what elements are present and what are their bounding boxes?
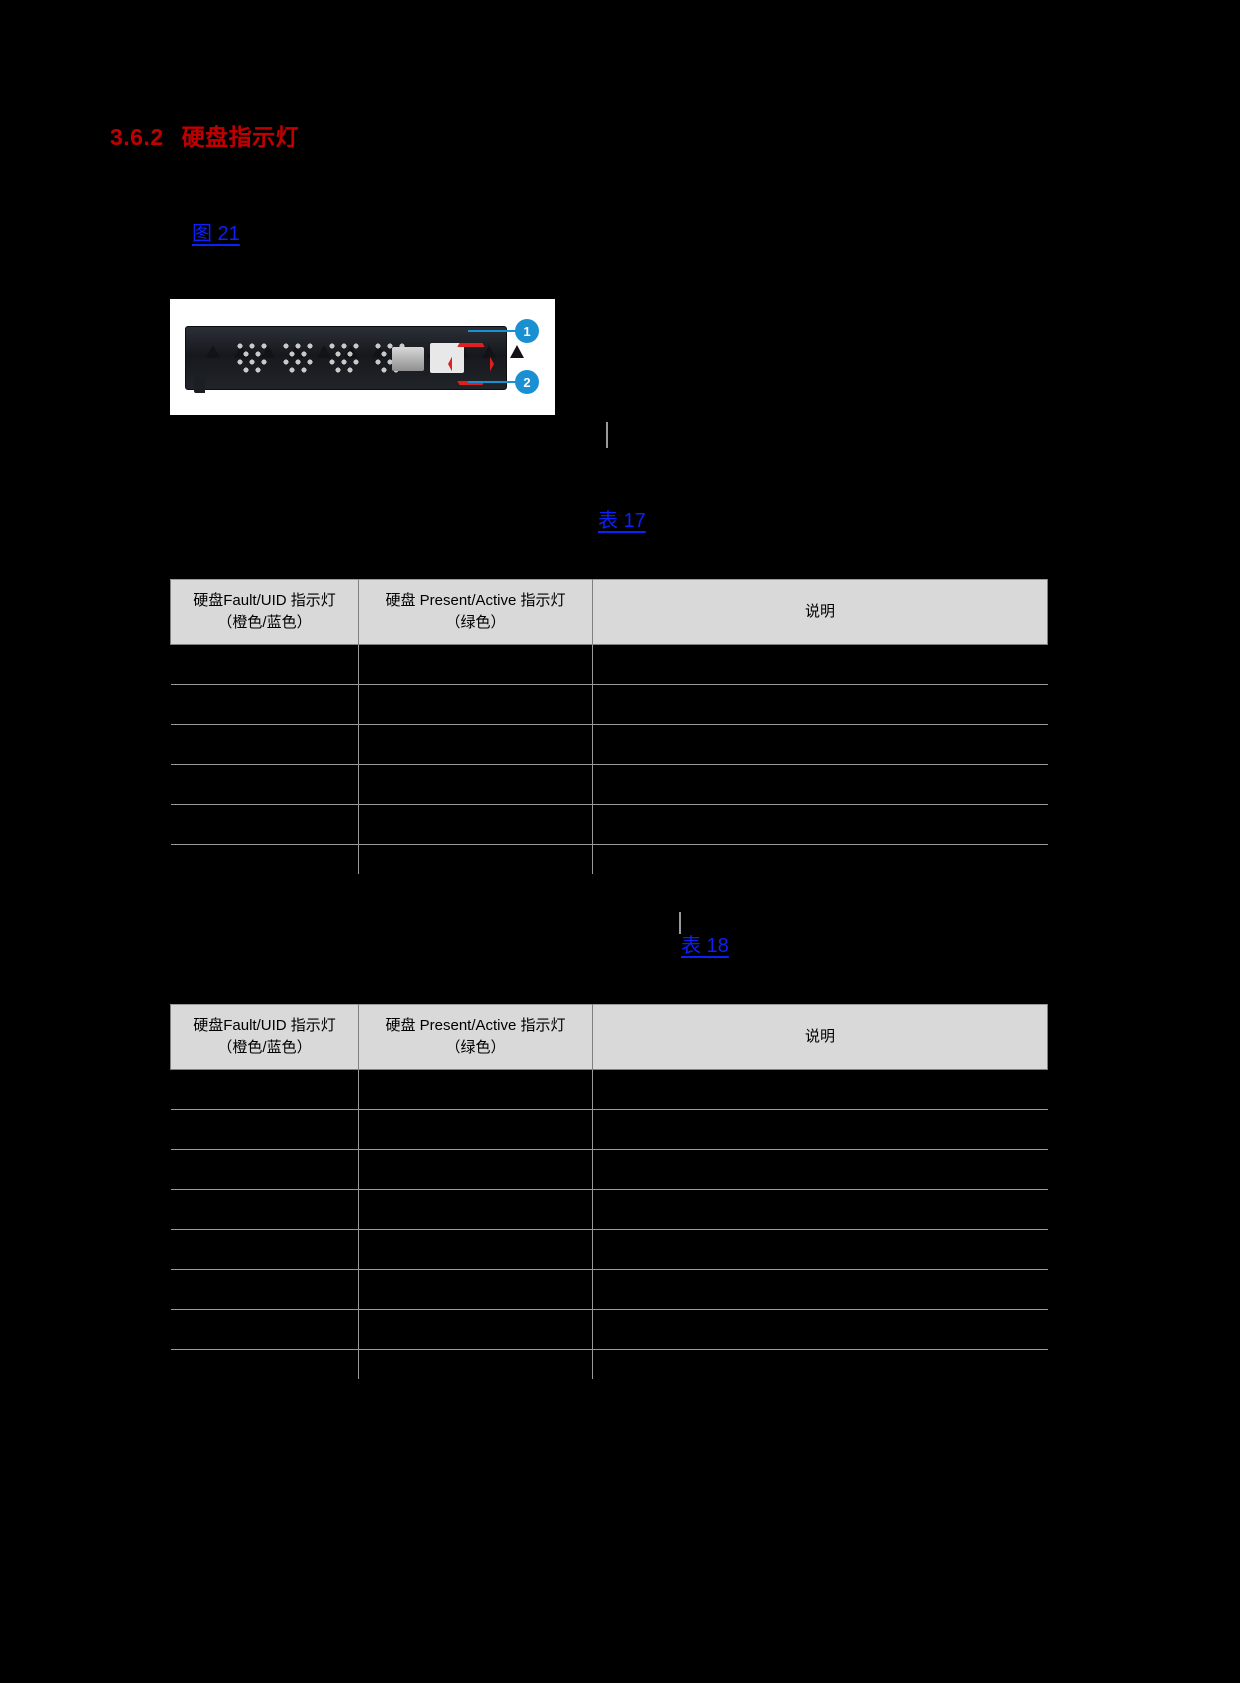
drive-tray-figure: 1 2: [170, 299, 555, 415]
column-header-line2: （橙色/蓝色）: [217, 613, 312, 631]
column-header-line2: （橙色/蓝色）: [217, 1038, 312, 1056]
cell-fault-uid: [170, 684, 359, 725]
column-header-line1: 硬盘 Present/Active 指示灯: [385, 592, 566, 609]
table-row: [170, 844, 1048, 874]
drive-tray-body: [185, 326, 524, 393]
cell-fault-uid: [170, 1109, 359, 1150]
table-row: [170, 1069, 1048, 1110]
cell-fault-uid: [170, 1229, 359, 1270]
cell-present-active: [358, 1349, 593, 1379]
cell-description: [592, 844, 1048, 874]
column-header-present-active: 硬盘 Present/Active 指示灯 （绿色）: [358, 579, 593, 645]
cell-fault-uid: [170, 1069, 359, 1110]
table-header-row: 硬盘Fault/UID 指示灯 （橙色/蓝色） 硬盘 Present/Activ…: [170, 1004, 1048, 1070]
section-number: 3.6.2: [110, 124, 164, 150]
table-17: 硬盘Fault/UID 指示灯 （橙色/蓝色） 硬盘 Present/Activ…: [170, 579, 1048, 874]
cell-description: [592, 1309, 1048, 1350]
table-row: [170, 1269, 1048, 1310]
figure-callout-1: 1: [515, 319, 539, 343]
column-header-description: 说明: [592, 579, 1048, 645]
cell-present-active: [358, 1069, 593, 1110]
table-row: [170, 1109, 1048, 1150]
cell-description: [592, 1069, 1048, 1110]
cell-description: [592, 684, 1048, 725]
cell-fault-uid: [170, 1269, 359, 1310]
cell-present-active: [358, 844, 593, 874]
cell-description: [592, 724, 1048, 765]
column-header-line1: 硬盘Fault/UID 指示灯: [193, 592, 336, 609]
cell-description: [592, 1229, 1048, 1270]
column-header-present-active: 硬盘 Present/Active 指示灯 （绿色）: [358, 1004, 593, 1070]
cell-present-active: [358, 1269, 593, 1310]
cell-fault-uid: [170, 644, 359, 685]
tray-label-block: [430, 343, 464, 373]
cell-fault-uid: [170, 1149, 359, 1190]
callout-leader-line: [468, 330, 518, 332]
callout-leader-line: [468, 381, 518, 383]
cell-present-active: [358, 724, 593, 765]
cell-fault-uid: [170, 1309, 359, 1350]
cell-description: [592, 1189, 1048, 1230]
column-header-line1: 硬盘 Present/Active 指示灯: [385, 1017, 566, 1034]
cell-present-active: [358, 764, 593, 805]
cell-fault-uid: [170, 724, 359, 765]
table-row: [170, 804, 1048, 845]
cell-fault-uid: [170, 804, 359, 845]
cell-description: [592, 1349, 1048, 1379]
cell-present-active: [358, 1229, 593, 1270]
table-17-caption-link[interactable]: 表 17: [598, 510, 646, 532]
cell-present-active: [358, 1189, 593, 1230]
table-row: [170, 644, 1048, 685]
cell-present-active: [358, 1109, 593, 1150]
table-18-caption-link[interactable]: 表 18: [681, 935, 729, 957]
table-row: [170, 1229, 1048, 1270]
cell-present-active: [358, 684, 593, 725]
column-header-fault-uid: 硬盘Fault/UID 指示灯 （橙色/蓝色）: [170, 579, 359, 645]
cell-description: [592, 1149, 1048, 1190]
tray-vent-mesh: [326, 340, 366, 376]
revision-change-bar: [606, 422, 608, 448]
cell-description: [592, 764, 1048, 805]
table-row: [170, 1149, 1048, 1190]
section-title-text: 硬盘指示灯: [181, 124, 300, 150]
tray-release-tab-icon: [194, 371, 205, 393]
column-header-line1: 硬盘Fault/UID 指示灯: [193, 1017, 336, 1034]
cell-fault-uid: [170, 844, 359, 874]
cell-description: [592, 1109, 1048, 1150]
column-header-line1: 说明: [804, 1027, 835, 1045]
cell-description: [592, 804, 1048, 845]
column-header-fault-uid: 硬盘Fault/UID 指示灯 （橙色/蓝色）: [170, 1004, 359, 1070]
revision-change-bar: [679, 912, 681, 934]
figure-callout-2: 2: [515, 370, 539, 394]
table-row: [170, 724, 1048, 765]
cell-present-active: [358, 1309, 593, 1350]
cell-description: [592, 644, 1048, 685]
column-header-line1: 说明: [804, 602, 835, 620]
cell-description: [592, 1269, 1048, 1310]
led-highlight-hexagon: [448, 343, 494, 385]
table-row: [170, 1349, 1048, 1379]
cell-present-active: [358, 644, 593, 685]
cell-fault-uid: [170, 1349, 359, 1379]
table-row: [170, 684, 1048, 725]
cell-present-active: [358, 1149, 593, 1190]
figure-caption-link[interactable]: 图 21: [192, 223, 240, 245]
cell-fault-uid: [170, 1189, 359, 1230]
tray-vent-mesh: [234, 340, 274, 376]
page-title: 3.6.2 硬盘指示灯: [110, 118, 299, 152]
column-header-line2: （绿色）: [445, 1038, 506, 1056]
table-row: [170, 1309, 1048, 1350]
tray-vent-mesh: [280, 340, 320, 376]
table-header-row: 硬盘Fault/UID 指示灯 （橙色/蓝色） 硬盘 Present/Activ…: [170, 579, 1048, 645]
table-row: [170, 1189, 1048, 1230]
table-18: 硬盘Fault/UID 指示灯 （橙色/蓝色） 硬盘 Present/Activ…: [170, 1004, 1048, 1379]
tray-label-block: [392, 347, 424, 371]
table-row: [170, 764, 1048, 805]
column-header-line2: （绿色）: [445, 613, 506, 631]
cell-fault-uid: [170, 764, 359, 805]
cell-present-active: [358, 804, 593, 845]
column-header-description: 说明: [592, 1004, 1048, 1070]
